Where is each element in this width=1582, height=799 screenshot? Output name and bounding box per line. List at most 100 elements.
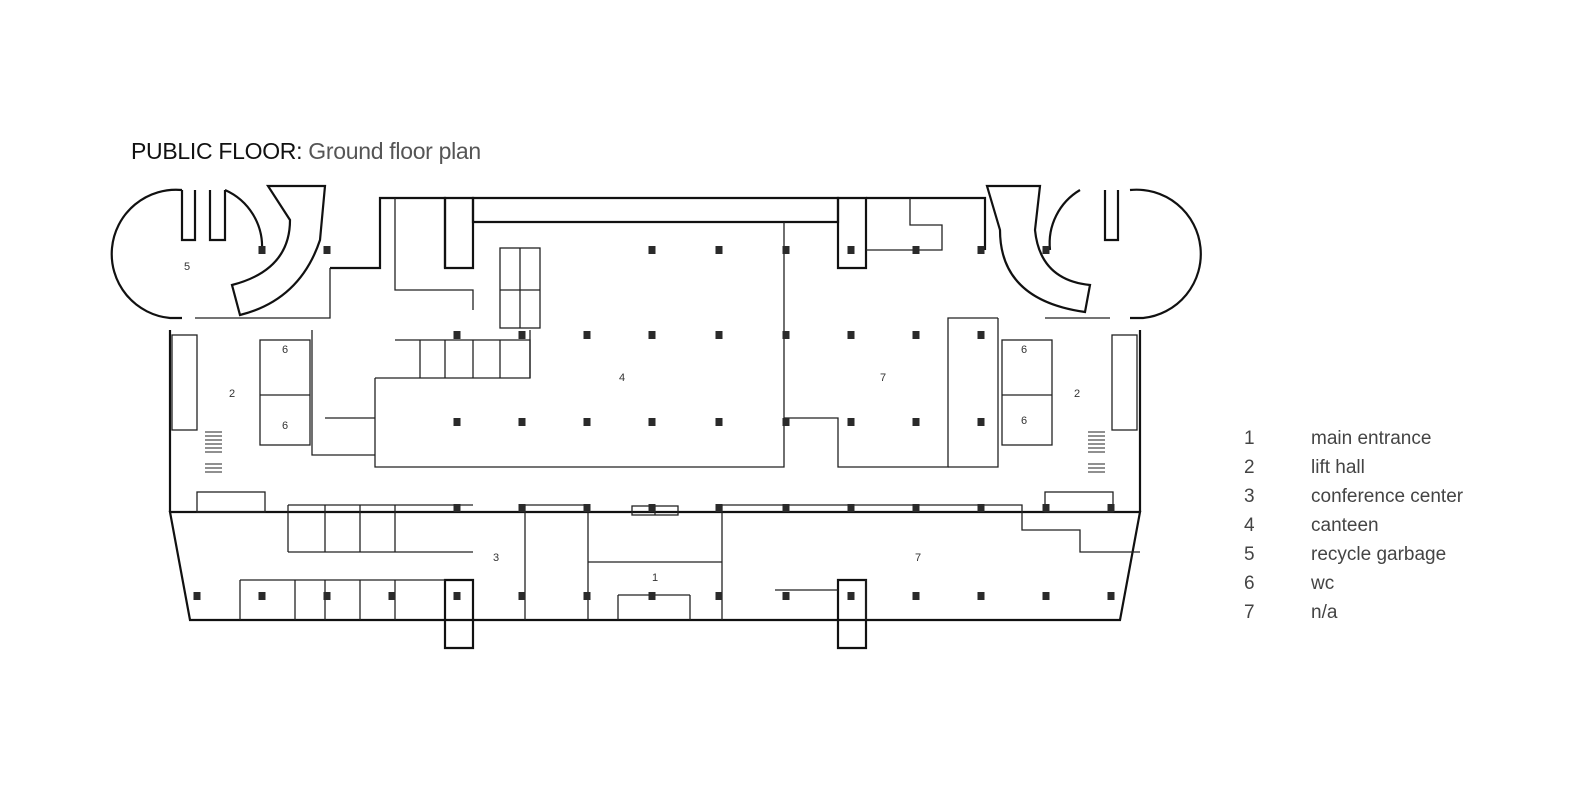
column xyxy=(782,592,790,600)
legend-number: 4 xyxy=(1244,515,1255,536)
legend-number: 3 xyxy=(1244,486,1255,507)
column xyxy=(258,246,266,254)
column xyxy=(648,592,656,600)
legend-number: 1 xyxy=(1244,428,1255,449)
column xyxy=(583,504,591,512)
column xyxy=(583,418,591,426)
east-ramp xyxy=(985,184,1092,314)
column xyxy=(1107,592,1115,600)
room-label-3: 3 xyxy=(493,552,499,564)
room-labels: 5 6 2 6 4 7 6 2 6 3 1 7 xyxy=(184,261,1080,584)
legend-label: wc xyxy=(1311,573,1335,594)
canteen-wall xyxy=(374,222,785,468)
room-7-north-wall xyxy=(784,317,998,468)
column xyxy=(583,592,591,600)
west-lift-shaft xyxy=(171,334,198,431)
column xyxy=(518,418,526,426)
legend-label: lift hall xyxy=(1311,457,1365,478)
column xyxy=(847,331,855,339)
column xyxy=(977,331,985,339)
column xyxy=(715,418,723,426)
column xyxy=(977,504,985,512)
column xyxy=(518,592,526,600)
legend-label: conference center xyxy=(1311,486,1464,507)
structural-columns xyxy=(193,246,1115,600)
column xyxy=(847,592,855,600)
north-east-wall xyxy=(866,196,987,250)
room-label-4: 4 xyxy=(619,372,625,384)
column xyxy=(977,246,985,254)
column xyxy=(715,592,723,600)
column xyxy=(648,246,656,254)
east-lift-shaft xyxy=(1111,334,1138,431)
room-label-6-east-lower: 6 xyxy=(1021,415,1027,427)
column xyxy=(648,504,656,512)
column xyxy=(453,504,461,512)
north-west-wall xyxy=(330,196,447,270)
column xyxy=(648,418,656,426)
east-round-tower xyxy=(1129,188,1202,320)
column xyxy=(518,331,526,339)
column xyxy=(715,504,723,512)
column xyxy=(912,418,920,426)
column xyxy=(977,418,985,426)
legend-number: 2 xyxy=(1244,457,1255,478)
column xyxy=(847,504,855,512)
column xyxy=(323,592,331,600)
column xyxy=(453,331,461,339)
column xyxy=(1042,246,1050,254)
west-ramp xyxy=(230,184,327,317)
plan-title: PUBLIC FLOOR: Ground floor plan xyxy=(131,138,481,165)
column xyxy=(648,331,656,339)
room-label-2-east: 2 xyxy=(1074,388,1080,400)
outer-walls xyxy=(110,184,1202,650)
column xyxy=(388,592,396,600)
column xyxy=(977,592,985,600)
north-west-stair xyxy=(443,196,475,270)
room-label-1: 1 xyxy=(652,572,658,584)
legend-label: canteen xyxy=(1311,515,1379,536)
column xyxy=(193,592,201,600)
legend-number: 7 xyxy=(1244,602,1255,623)
column xyxy=(912,504,920,512)
north-east-stair xyxy=(836,196,868,270)
column xyxy=(518,504,526,512)
column xyxy=(782,331,790,339)
room-label-6-west-upper: 6 xyxy=(282,344,288,356)
stairs xyxy=(205,431,1105,473)
legend-label: main entrance xyxy=(1311,428,1432,449)
column xyxy=(453,592,461,600)
column xyxy=(782,246,790,254)
column xyxy=(1042,504,1050,512)
room-label-7-south: 7 xyxy=(915,552,921,564)
column xyxy=(912,331,920,339)
column xyxy=(912,246,920,254)
column xyxy=(258,592,266,600)
column xyxy=(912,592,920,600)
plan-title-light: Ground floor plan xyxy=(308,138,481,164)
south-west-stair xyxy=(443,578,475,650)
room-label-6-east-upper: 6 xyxy=(1021,344,1027,356)
west-wc-block xyxy=(259,339,311,446)
column xyxy=(323,246,331,254)
south-east-stair xyxy=(836,578,868,650)
column xyxy=(1042,592,1050,600)
column xyxy=(847,418,855,426)
west-round-tower xyxy=(110,188,183,320)
plan-title-strong: PUBLIC FLOOR: xyxy=(131,138,303,164)
column xyxy=(715,246,723,254)
column xyxy=(583,331,591,339)
column xyxy=(1107,504,1115,512)
room-label-5: 5 xyxy=(184,261,190,273)
inner-walls xyxy=(171,198,1140,620)
legend-label: n/a xyxy=(1311,602,1338,623)
room-label-6-west-lower: 6 xyxy=(282,420,288,432)
column xyxy=(453,418,461,426)
legend-number: 6 xyxy=(1244,573,1255,594)
south-wing-outline xyxy=(168,510,1142,622)
room-label-2-west: 2 xyxy=(229,388,235,400)
legend-label: recycle garbage xyxy=(1311,544,1447,565)
room-label-7-north: 7 xyxy=(880,372,886,384)
north-corridor xyxy=(471,196,840,224)
